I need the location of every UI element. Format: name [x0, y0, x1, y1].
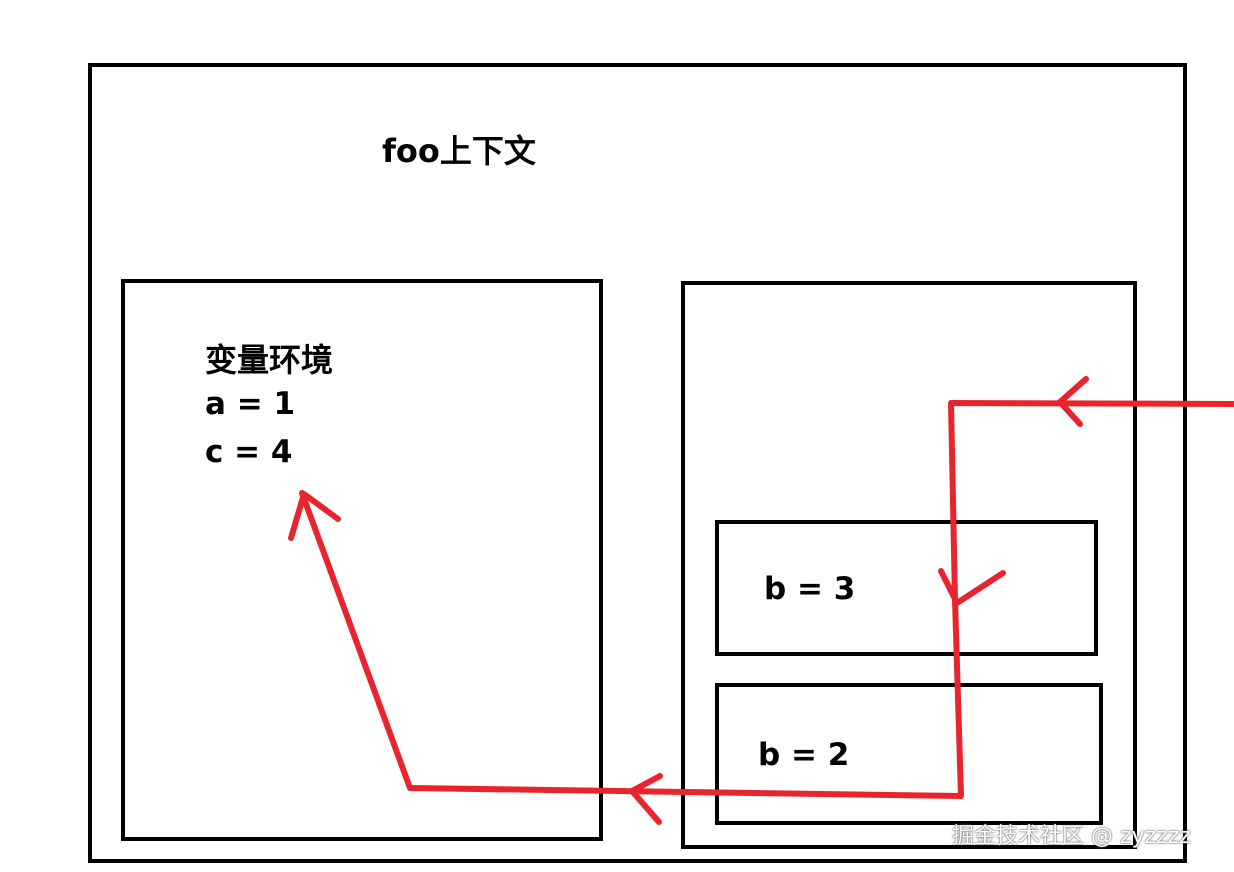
block-entry-b3: b = 3 — [764, 571, 856, 607]
variable-environment-title: 变量环境 — [205, 341, 334, 379]
watermark: 掘金技术社区 @ zyzzzz — [952, 824, 1191, 849]
variable-environment-box — [121, 279, 603, 841]
variable-entry-a: a = 1 — [205, 386, 296, 422]
variable-entry-c: c = 4 — [205, 434, 293, 470]
block-entry-b2: b = 2 — [758, 737, 850, 773]
context-title: foo上下文 — [382, 132, 536, 170]
